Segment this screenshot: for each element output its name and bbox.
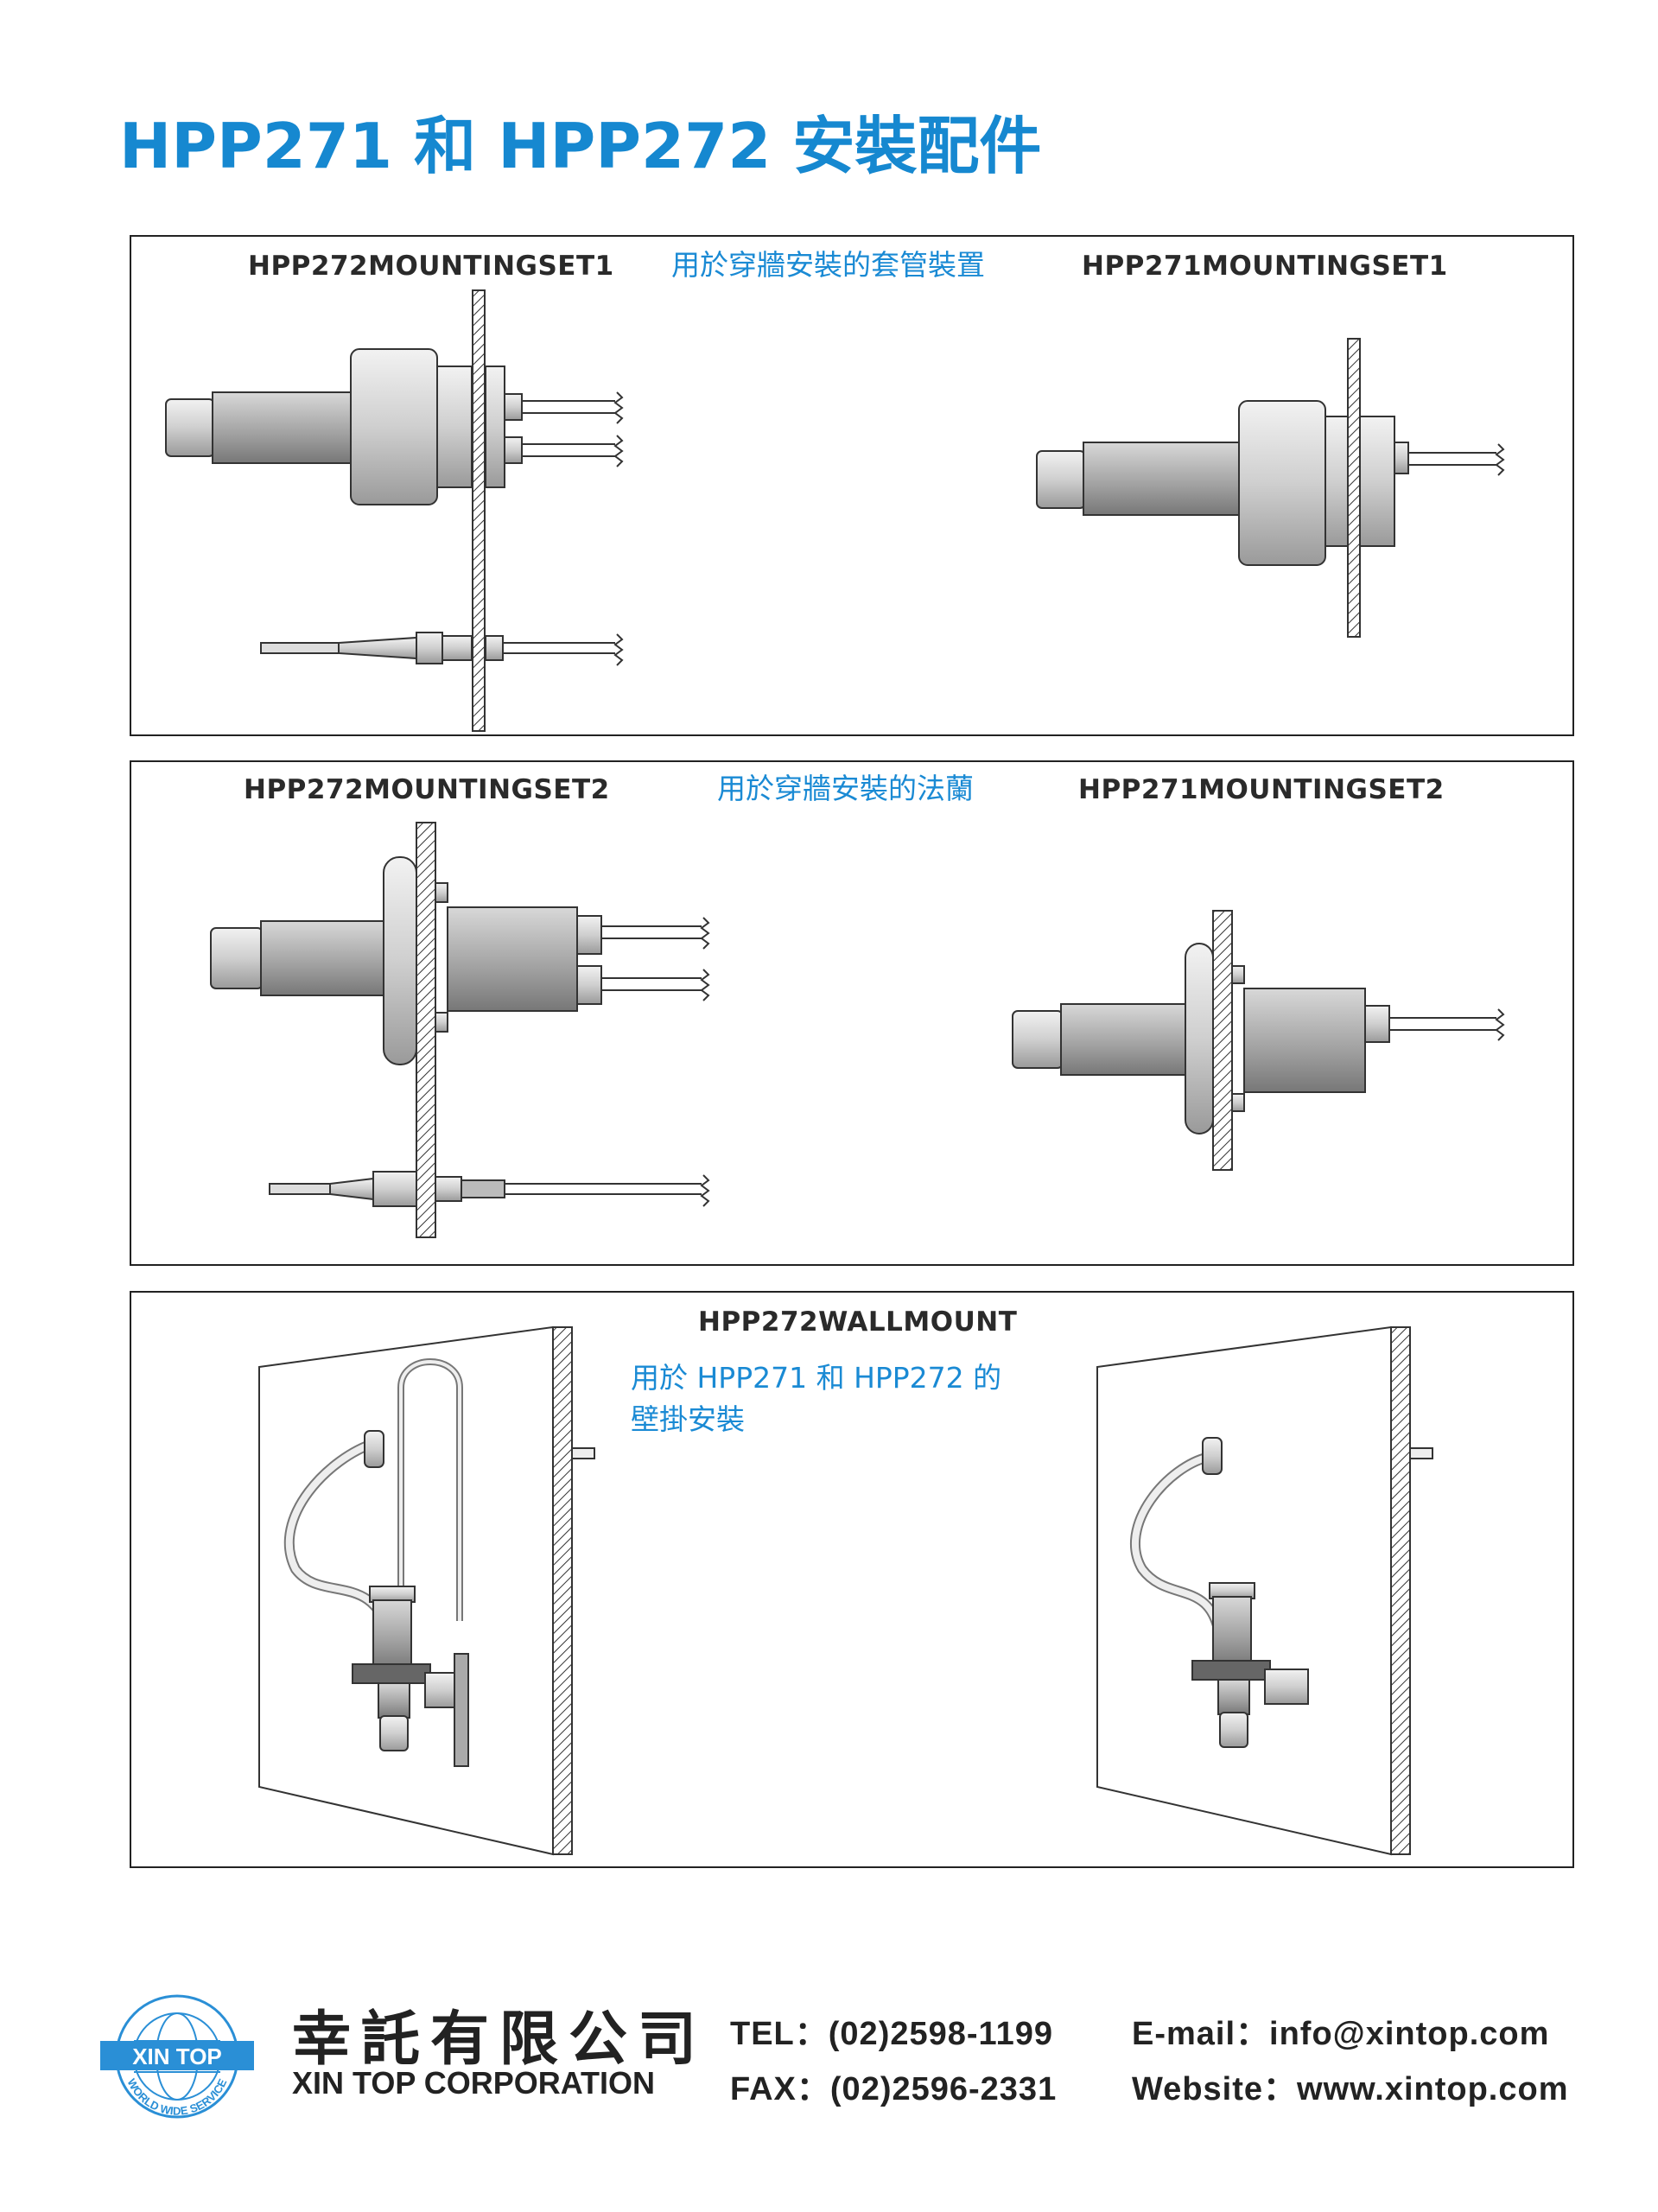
panel-wall-mount: HPP272WALLMOUNT 用於 HPP271 和 HPP272 的 壁掛安… xyxy=(130,1291,1574,1868)
panel-mounting-set-1: HPP272MOUNTINGSET1 用於穿牆安裝的套管裝置 HPP271MOU… xyxy=(130,235,1574,736)
page-title: HPP271 和 HPP272 安裝配件 xyxy=(119,110,1042,182)
wall-mount-illustration xyxy=(258,1325,1433,1856)
website-link[interactable]: Website：www.xintop.com xyxy=(1132,2071,1569,2107)
company-name-english: XIN TOP CORPORATION xyxy=(292,2065,656,2101)
label-hpp272-mounting-set-2: HPP272MOUNTINGSET2 xyxy=(244,774,610,805)
mounting-set-1-illustration xyxy=(165,289,1505,732)
label-hpp272-mounting-set-1: HPP272MOUNTINGSET1 xyxy=(248,251,614,282)
email-link[interactable]: E-mail：info@xintop.com xyxy=(1132,2016,1550,2052)
label-hpp272-wallmount: HPP272WALLMOUNT xyxy=(698,1306,1018,1338)
company-name-chinese: 幸託有限公司 xyxy=(292,2005,708,2074)
mounting-set-2-illustration xyxy=(210,822,1505,1238)
caption-wall-mount-line-1: 用於 HPP271 和 HPP272 的 xyxy=(631,1361,1002,1395)
telephone: TEL：(02)2598-1199 xyxy=(730,2016,1053,2052)
label-hpp271-mounting-set-2: HPP271MOUNTINGSET2 xyxy=(1078,774,1445,805)
xin-top-logo: XIN TOP WORLD WIDE SERVICE xyxy=(95,1987,259,2126)
logo-text: XIN TOP xyxy=(132,2044,222,2069)
caption-wall-mount-line-2: 壁掛安裝 xyxy=(631,1402,745,1436)
panel-mounting-set-2: HPP272MOUNTINGSET2 用於穿牆安裝的法蘭 HPP271MOUNT… xyxy=(130,760,1574,1266)
caption-sleeve-mounting: 用於穿牆安裝的套管裝置 xyxy=(671,248,985,282)
label-hpp271-mounting-set-1: HPP271MOUNTINGSET1 xyxy=(1082,251,1448,282)
caption-flange-mounting: 用於穿牆安裝的法蘭 xyxy=(717,772,974,805)
fax: FAX：(02)2596-2331 xyxy=(730,2071,1058,2107)
